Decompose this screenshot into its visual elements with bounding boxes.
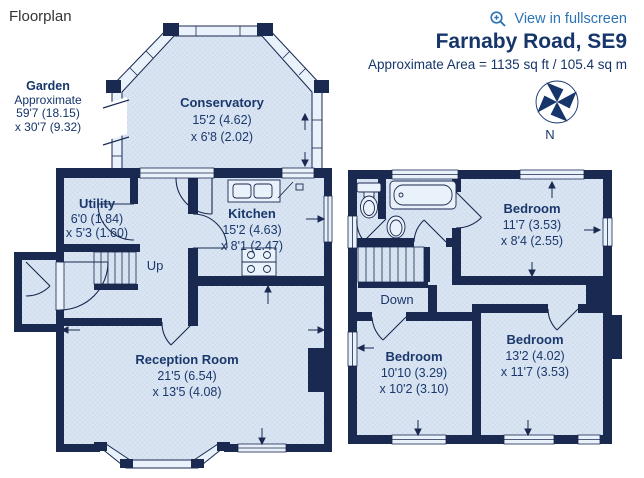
stairs-down-label: Down xyxy=(380,292,413,307)
compass-north-label: N xyxy=(545,127,554,142)
ground-floor-plan: Conservatory 15'2 (4.62) x 6'8 (2.02) Ut… xyxy=(14,23,333,469)
stairs-down xyxy=(357,246,425,283)
compass: N xyxy=(535,80,579,142)
garden-note: Garden Approximate 59'7 (18.15) x 30'7 (… xyxy=(6,79,90,134)
bedroom-right-dim2: x 11'7 (3.53) xyxy=(501,365,569,379)
ground-floor-doors xyxy=(25,177,228,346)
ground-window-midlines xyxy=(140,172,329,449)
conservatory-floor xyxy=(122,36,312,170)
view-fullscreen-label: View in fullscreen xyxy=(514,11,627,27)
toilet xyxy=(356,182,382,219)
conservatory-name: Conservatory xyxy=(180,95,265,110)
kitchen-name: Kitchen xyxy=(228,206,276,221)
bathroom-fixtures xyxy=(356,180,457,239)
bedroom-left-name: Bedroom xyxy=(385,349,442,364)
kitchen-dim1: 15'2 (4.63) xyxy=(222,223,281,237)
bedroom-top-dim1: 11'7 (3.53) xyxy=(503,218,561,232)
bay-posts xyxy=(94,442,230,468)
page-title: Floorplan xyxy=(9,8,72,25)
ground-floor-walls xyxy=(14,168,332,452)
garden-name: Garden xyxy=(26,79,70,93)
kitchen-stove xyxy=(241,247,277,277)
first-floor-labels: Bedroom 11'7 (3.53) x 8'4 (2.55) Bedroom… xyxy=(379,201,569,396)
conservatory-pane-lines xyxy=(112,26,322,157)
reception-name: Reception Room xyxy=(135,352,238,367)
bathtub xyxy=(389,180,457,210)
wall-break-symbol xyxy=(102,97,130,146)
stairs-up-label: Up xyxy=(147,258,164,273)
reception-dim1: 21'5 (6.54) xyxy=(157,369,216,383)
ground-floor-labels: Conservatory 15'2 (4.62) x 6'8 (2.02) Ut… xyxy=(66,95,283,399)
bedroom-right-name: Bedroom xyxy=(506,332,563,347)
first-floor-plan: Bedroom 11'7 (3.53) x 8'4 (2.55) Bedroom… xyxy=(347,169,622,445)
first-floor-walls xyxy=(348,170,622,444)
bedroom-left-dim1: 10'10 (3.29) xyxy=(381,366,447,380)
bathroom-sink xyxy=(386,215,406,239)
utility-dim2: x 5'3 (1.60) xyxy=(66,226,128,240)
stairs-up xyxy=(93,251,137,285)
conservatory-dim2: x 6'8 (2.02) xyxy=(191,130,253,144)
garden-line1: Approximate xyxy=(14,92,82,107)
kitchen-dim2: x 8'1 (2.47) xyxy=(221,239,283,253)
bedroom-right-dim1: 13'2 (4.02) xyxy=(505,349,564,363)
bedroom-top-name: Bedroom xyxy=(503,201,560,216)
conservatory-dim1: 15'2 (4.62) xyxy=(192,113,251,127)
zoom-in-icon xyxy=(490,11,507,27)
utility-dim1: 6'0 (1.84) xyxy=(71,212,123,226)
kitchen-sink xyxy=(227,179,304,203)
garden-line3: x 30'7 (9.32) xyxy=(14,119,82,134)
utility-name: Utility xyxy=(79,196,116,211)
ground-floor-dim-arrows xyxy=(60,112,326,446)
approximate-area: Approximate Area = 1135 sq ft / 105.4 sq… xyxy=(367,57,627,72)
first-window-midlines xyxy=(352,174,608,440)
view-fullscreen-link[interactable]: View in fullscreen xyxy=(489,10,627,28)
first-floor-doors xyxy=(356,191,579,341)
bedroom-top-dim2: x 8'4 (2.55) xyxy=(501,234,563,248)
property-title: Farnaby Road, SE9 xyxy=(435,30,627,53)
bedroom-left-dim2: x 10'2 (3.10) xyxy=(379,382,448,396)
garden-line2: 59'7 (18.15) xyxy=(16,106,80,120)
reception-dim2: x 13'5 (4.08) xyxy=(152,385,221,399)
conservatory-posts xyxy=(106,23,329,93)
first-floor-dim-arrows xyxy=(356,180,602,437)
